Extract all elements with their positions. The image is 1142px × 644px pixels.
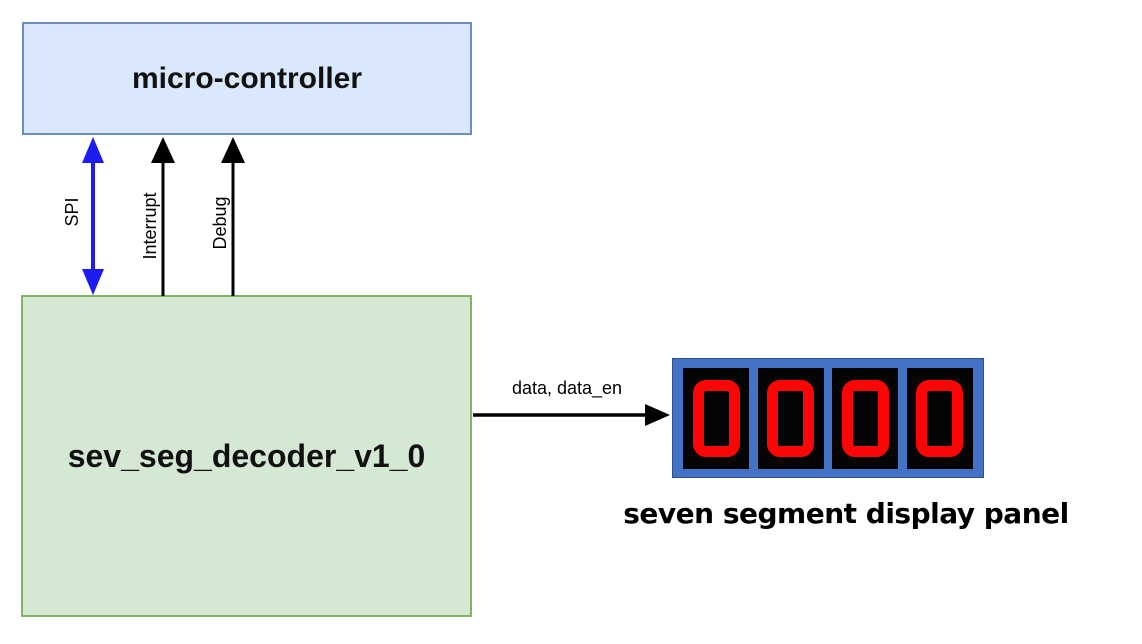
- digit-tile: [832, 367, 899, 469]
- microcontroller-label: micro-controller: [131, 61, 363, 95]
- spi-arrow: [82, 137, 104, 295]
- debug-arrow-label: Debug: [210, 196, 230, 250]
- seven-segment-display-panel: [672, 358, 984, 478]
- segment-digit-0: [767, 379, 815, 457]
- segment-digit-0: [916, 379, 964, 457]
- display-caption: seven segment display panel: [623, 497, 1069, 530]
- data-arrow-label: data, data_en: [511, 378, 623, 398]
- digit-tile: [757, 367, 824, 469]
- digit-tile: [906, 367, 973, 469]
- decoder-box: sev_seg_decoder_v1_0: [21, 295, 472, 617]
- data-arrow: [473, 404, 670, 426]
- spi-arrow-label: SPI: [62, 197, 82, 227]
- interrupt-arrow-label: Interrupt: [140, 192, 160, 260]
- segment-digit-0: [841, 379, 889, 457]
- decoder-label: sev_seg_decoder_v1_0: [67, 437, 426, 474]
- segment-digit-0: [692, 379, 740, 457]
- microcontroller-box: micro-controller: [22, 22, 472, 135]
- digit-tile: [683, 367, 749, 469]
